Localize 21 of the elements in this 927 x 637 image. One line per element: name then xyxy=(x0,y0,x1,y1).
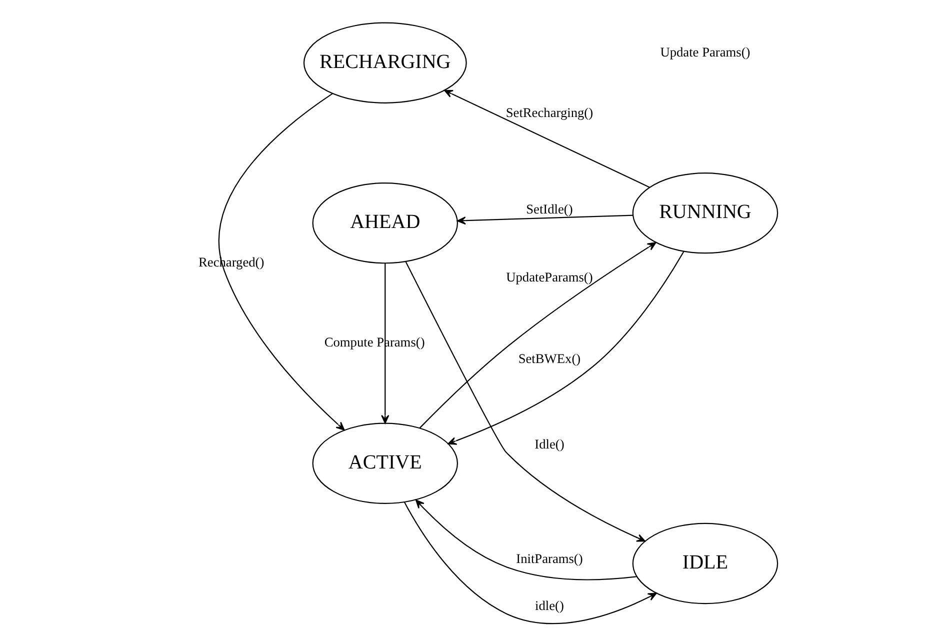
edge-label: InitParams() xyxy=(516,551,582,566)
node-ellipse: RUNNING xyxy=(632,172,778,254)
arrow xyxy=(444,90,650,188)
node-ellipse: IDLE xyxy=(632,522,778,604)
arrow xyxy=(447,251,684,445)
arrow xyxy=(414,500,636,580)
arrow xyxy=(456,214,633,225)
label: Update Params() xyxy=(660,44,750,60)
arrow xyxy=(380,263,389,424)
node-ellipse: AHEAD xyxy=(312,182,458,264)
edge-label: idle() xyxy=(534,598,564,613)
arrow xyxy=(419,242,656,428)
arrow xyxy=(218,93,344,431)
edge-label: UpdateParams() xyxy=(506,270,592,285)
node-ellipse: RECHARGING xyxy=(302,22,466,104)
edge-label: SetBWEx() xyxy=(518,350,580,366)
arrow xyxy=(404,262,645,542)
edge-label: SetRecharging() xyxy=(505,104,593,120)
edge-label: Idle() xyxy=(534,436,564,452)
arrow xyxy=(403,502,656,624)
edge-label: SetIdle() xyxy=(526,202,572,217)
